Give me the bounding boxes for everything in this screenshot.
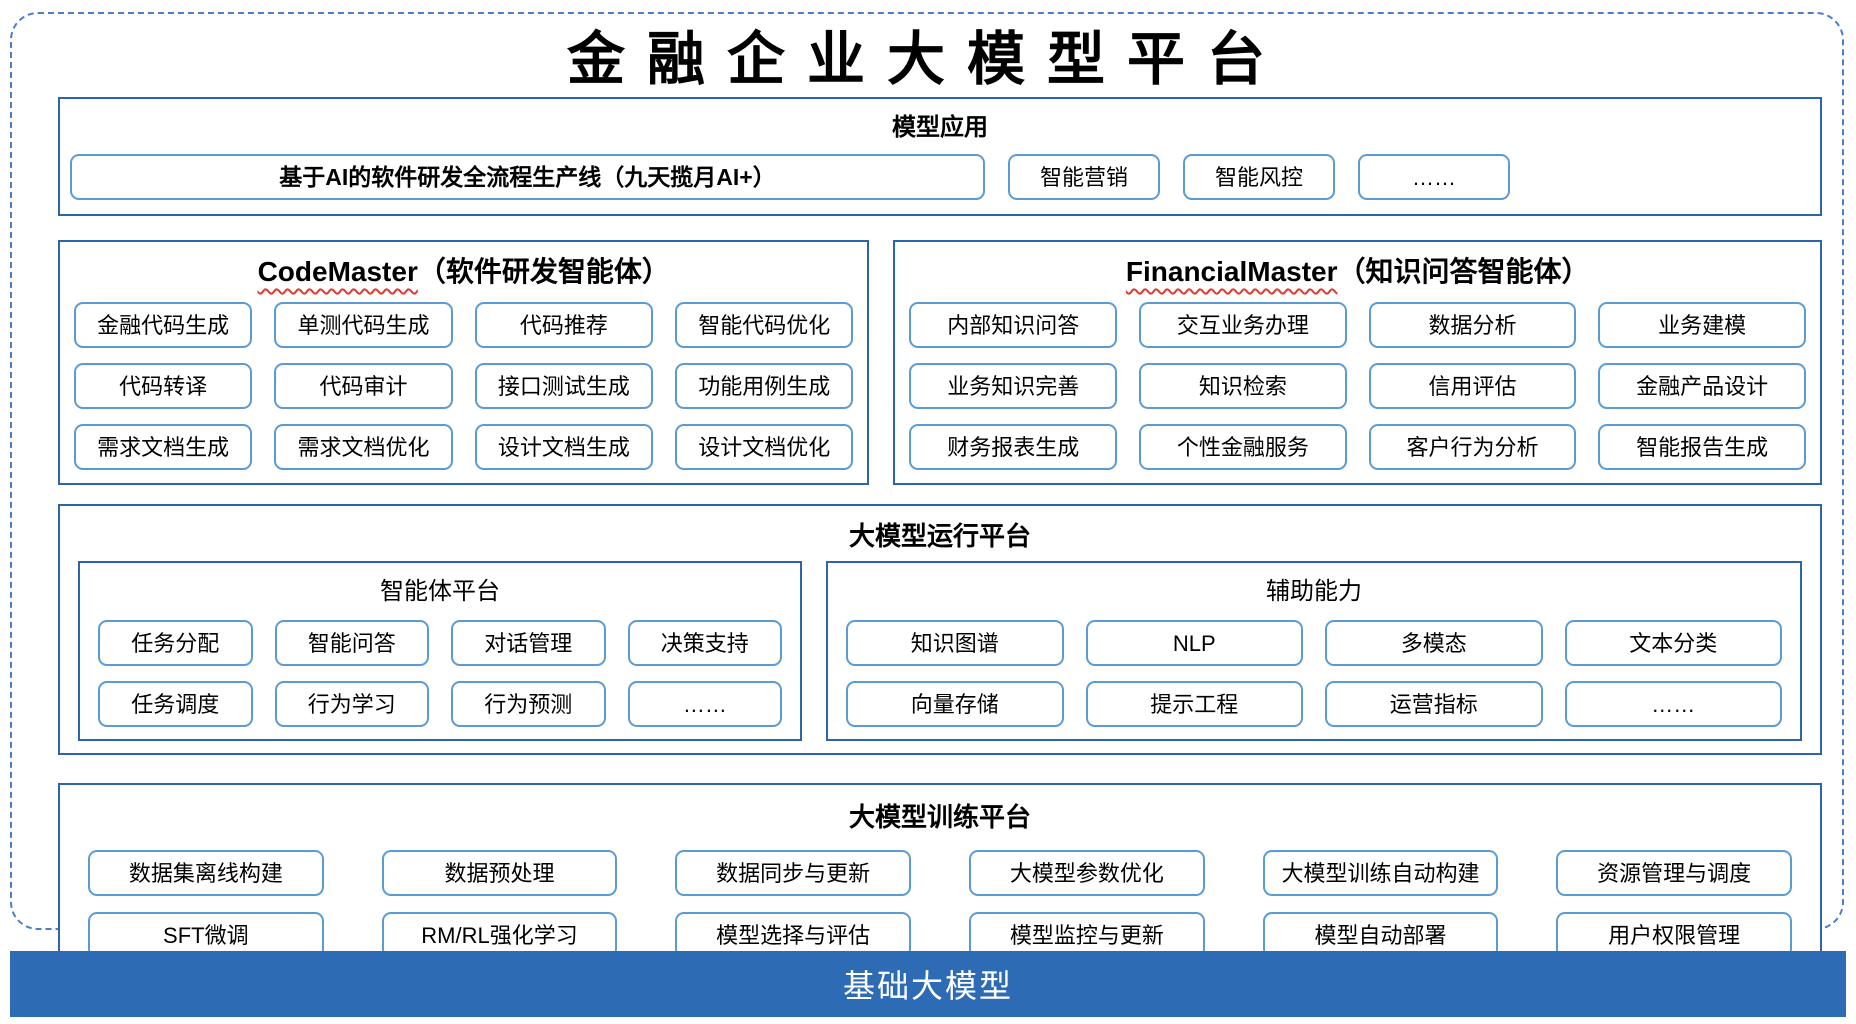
training-capability-box: 模型自动部署 <box>1262 911 1499 958</box>
training-platform-grid: 数据集离线构建 数据预处理 数据同步与更新 大模型参数优化 大模型训练自动构建 资源管理与… <box>88 849 1792 958</box>
financialmaster-name: FinancialMaster <box>1125 255 1338 287</box>
foundation-model-label: 基础大模型 <box>842 968 1013 1004</box>
training-capability-box: 数据预处理 <box>381 849 618 896</box>
codemaster-capability-box: 金融代码生成 <box>74 301 253 348</box>
training-capability-box: 模型监控与更新 <box>969 911 1205 958</box>
training-capability-box: 大模型参数优化 <box>969 849 1205 896</box>
agent-platform-capability-box: 行为学习 <box>274 680 430 727</box>
aux-capability-grid: 知识图谱 NLP 多模态文本分类向量存储提示工程运营指标 …… <box>846 619 1782 727</box>
codemaster-capability-box: 功能用例生成 <box>675 362 854 409</box>
training-capability-box: 数据同步与更新 <box>675 849 911 896</box>
section-model-applications: 模型应用 基于AI的软件研发全流程生产线（九天揽月AI+） 智能营销智能风控 …… <box>58 96 1822 216</box>
codemaster-capability-box: 需求文档优化 <box>274 423 453 470</box>
codemaster-capability-box: 智能代码优化 <box>675 301 854 348</box>
codemaster-capability-box: 代码推荐 <box>474 301 654 348</box>
section-runtime-platform: 大模型运行平台 智能体平台 任务分配智能问答对话管理决策支持任务调度行为学习行为… <box>58 503 1822 755</box>
agent-platform-capability-box: 决策支持 <box>627 619 783 666</box>
subsection-agent-platform: 智能体平台 任务分配智能问答对话管理决策支持任务调度行为学习行为预测 …… <box>78 560 803 741</box>
agent-platform-capability-box: 智能问答 <box>274 619 430 666</box>
agent-platform-capability-box: 任务分配 <box>98 619 253 666</box>
model-applications-row: 基于AI的软件研发全流程生产线（九天揽月AI+） 智能营销智能风控 …… <box>70 153 1810 200</box>
codemaster-capability-box: 单测代码生成 <box>274 301 453 348</box>
section-title-training-platform: 大模型训练平台 <box>848 801 1031 832</box>
aux-capability-box: 向量存储 <box>846 680 1064 727</box>
codemaster-capability-box: 接口测试生成 <box>474 362 654 409</box>
financialmaster-subtitle: （知识问答智能体） <box>1337 255 1590 287</box>
financialmaster-capability-box: 交互业务办理 <box>1139 301 1347 348</box>
aux-capability-box: 多模态 <box>1325 619 1543 666</box>
app-box: 智能营销 <box>1008 153 1160 200</box>
section-title-model-applications: 模型应用 <box>892 113 988 141</box>
agent-platform-capability-box: …… <box>627 680 783 727</box>
app-box-ai-pipeline: 基于AI的软件研发全流程生产线（九天揽月AI+） <box>70 153 985 200</box>
aux-capability-box: 提示工程 <box>1085 680 1304 727</box>
agent-platform-grid: 任务分配智能问答对话管理决策支持任务调度行为学习行为预测 …… <box>98 619 783 727</box>
agent-platform-capability-box: 任务调度 <box>98 680 253 727</box>
section-training-platform: 大模型训练平台 数据集离线构建 数据预处理 数据同步与更新 大模型参数优化 大模型训练自… <box>58 782 1822 976</box>
financialmaster-capability-box: 智能报告生成 <box>1598 423 1806 470</box>
section-codemaster: CodeMaster（软件研发智能体） 金融代码生成单测代码生成代码推荐智能代码… <box>58 239 870 485</box>
aux-capability-box: NLP <box>1085 619 1304 666</box>
subsection-aux-capability: 辅助能力 知识图谱 NLP 多模态文本分类向量存储提示工程运营指标 …… <box>826 560 1802 741</box>
financialmaster-capability-box: 金融产品设计 <box>1598 362 1806 409</box>
aux-capability-box: 运营指标 <box>1325 680 1543 727</box>
agent-platform-capability-box: 行为预测 <box>451 680 606 727</box>
codemaster-grid: 金融代码生成单测代码生成代码推荐智能代码优化代码转译代码审计接口测试生成功能用例… <box>74 301 854 470</box>
aux-capability-box: …… <box>1564 680 1782 727</box>
training-capability-box: 模型选择与评估 <box>675 911 911 958</box>
foundation-model-bar: 基础大模型 <box>10 951 1846 1017</box>
codemaster-name: CodeMaster <box>257 255 418 287</box>
financialmaster-capability-box: 个性金融服务 <box>1139 423 1347 470</box>
financialmaster-capability-box: 财务报表生成 <box>909 423 1118 470</box>
financialmaster-capability-box: 信用评估 <box>1368 362 1577 409</box>
financialmaster-capability-box: 内部知识问答 <box>909 301 1118 348</box>
financialmaster-capability-box: 业务知识完善 <box>909 362 1118 409</box>
training-capability-box: 大模型训练自动构建 <box>1262 849 1499 896</box>
section-title-financialmaster: FinancialMaster（知识问答智能体） <box>909 246 1806 296</box>
training-capability-box: 数据集离线构建 <box>88 849 324 896</box>
runtime-subsections: 智能体平台 任务分配智能问答对话管理决策支持任务调度行为学习行为预测 …… 辅助能… <box>78 560 1802 741</box>
aux-capability-box: 知识图谱 <box>846 619 1064 666</box>
section-financialmaster: FinancialMaster（知识问答智能体） 内部知识问答交互业务办理数据分… <box>893 239 1822 485</box>
subsection-title-aux-capability: 辅助能力 <box>1266 577 1363 605</box>
codemaster-subtitle: （软件研发智能体） <box>417 255 670 287</box>
page-title: 金融企业大模型平台 <box>566 25 1287 93</box>
model-applications-small-boxes: 智能营销智能风控 …… <box>1008 153 1810 200</box>
platform-boundary-frame: 金融企业大模型平台 模型应用 基于AI的软件研发全流程生产线（九天揽月AI+） … <box>10 12 1844 976</box>
agent-platform-capability-box: 对话管理 <box>451 619 606 666</box>
financialmaster-capability-box: 知识检索 <box>1139 362 1347 409</box>
financialmaster-grid: 内部知识问答交互业务办理数据分析业务建模业务知识完善知识检索信用评估金融产品设计… <box>909 301 1806 470</box>
app-box: 智能风控 <box>1183 153 1335 200</box>
training-capability-box: 用户权限管理 <box>1556 911 1792 958</box>
financialmaster-capability-box: 业务建模 <box>1598 301 1806 348</box>
aux-capability-box: 文本分类 <box>1564 619 1782 666</box>
training-capability-box: 资源管理与调度 <box>1556 849 1792 896</box>
section-title-codemaster: CodeMaster（软件研发智能体） <box>74 246 853 296</box>
codemaster-capability-box: 代码转译 <box>74 362 253 409</box>
section-title-runtime-platform: 大模型运行平台 <box>848 520 1031 551</box>
subsection-title-agent-platform: 智能体平台 <box>380 577 501 605</box>
codemaster-capability-box: 需求文档生成 <box>74 423 253 470</box>
financialmaster-capability-box: 客户行为分析 <box>1368 423 1577 470</box>
financialmaster-capability-box: 数据分析 <box>1368 301 1577 348</box>
agents-row: CodeMaster（软件研发智能体） 金融代码生成单测代码生成代码推荐智能代码… <box>58 239 1822 485</box>
codemaster-capability-box: 设计文档优化 <box>675 423 854 470</box>
codemaster-capability-box: 代码审计 <box>274 362 453 409</box>
training-capability-box: SFT微调 <box>88 911 324 958</box>
codemaster-capability-box: 设计文档生成 <box>474 423 654 470</box>
app-box: …… <box>1358 153 1510 200</box>
